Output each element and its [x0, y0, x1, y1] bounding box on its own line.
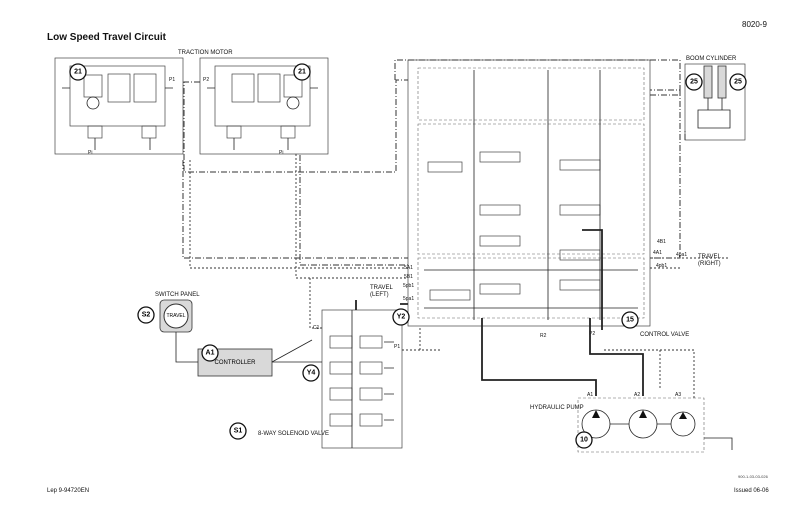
svg-text:S2: S2: [142, 312, 151, 319]
hydraulic-pump: [577, 397, 733, 453]
port-p2-motor: P2: [203, 77, 210, 83]
page-number: 8020-9: [742, 20, 767, 29]
port-4b1: 4B1: [657, 239, 666, 245]
label-boom-cylinder: BOOM CYLINDER: [686, 56, 737, 62]
svg-text:25: 25: [734, 79, 742, 86]
svg-text:21: 21: [298, 69, 306, 76]
port-pi-right: Pi: [279, 150, 284, 156]
footer-issue-date: Issued 06-06: [734, 488, 769, 494]
port-5b1: 5B1: [404, 274, 413, 280]
boom-cylinder: [684, 63, 746, 141]
callout-25-left: [685, 73, 703, 91]
label-control-valve: CONTROL VALVE: [640, 332, 690, 338]
label-travel-left: TRAVEL (LEFT): [370, 285, 393, 299]
port-4pb1: 4pb1: [656, 263, 668, 269]
callout-21-right: [293, 63, 311, 81]
port-a2: A2: [634, 392, 641, 398]
traction-motor-left: [54, 57, 184, 155]
callout-y4: [302, 364, 320, 382]
controller-label: CONTROLLER: [214, 360, 256, 366]
port-pi-left: Pi: [88, 150, 93, 156]
solenoid-valve-stack: [321, 309, 403, 449]
callout-y2: [392, 308, 410, 326]
port-4pa1: 4pa1: [676, 252, 688, 258]
svg-text:Y4: Y4: [307, 370, 316, 377]
label-hydraulic-pump: HYDRAULIC PUMP: [530, 405, 584, 411]
callout-15: [621, 311, 639, 329]
svg-text:21: 21: [74, 69, 82, 76]
port-5pa1: 5pa1: [403, 296, 415, 302]
port-p2-valve: P2: [589, 331, 596, 337]
control-valve-block: [407, 59, 651, 327]
traction-motor-right: [199, 57, 329, 155]
port-4a1: 4A1: [653, 250, 662, 256]
port-p1-motor: P1: [169, 77, 176, 83]
port-a1: A1: [587, 392, 594, 398]
port-r2: R2: [540, 333, 547, 339]
page-title: Low Speed Travel Circuit: [47, 32, 166, 43]
callout-10: [575, 431, 593, 449]
callout-25-right: [729, 73, 747, 91]
callout-a1: [201, 344, 219, 362]
port-5a1: 5A1: [404, 265, 413, 271]
port-a3: A3: [675, 392, 682, 398]
callout-s2: [137, 306, 155, 324]
label-solenoid-valve: 8-WAY SOLENOID VALVE: [258, 431, 330, 437]
travel-button-label: TRAVEL: [166, 313, 185, 319]
callout-21-left: [69, 63, 87, 81]
svg-text:A1: A1: [206, 350, 215, 357]
svg-text:10: 10: [580, 437, 588, 444]
svg-text:15: 15: [626, 317, 634, 324]
svg-text:S1: S1: [234, 428, 243, 435]
callout-s1: [229, 422, 247, 440]
svg-text:Y2: Y2: [397, 314, 406, 321]
label-travel-right: TRAVEL (RIGHT): [698, 254, 721, 268]
port-5pb1: 5pb1: [403, 283, 415, 289]
figure-code: 900-1-03-03-026: [738, 474, 768, 479]
port-p1-solenoid: P1: [394, 344, 401, 350]
svg-text:25: 25: [690, 79, 698, 86]
label-traction-motor: TRACTION MOTOR: [178, 50, 233, 56]
label-switch-panel: SWITCH PANEL: [155, 292, 200, 298]
footer-document-number: Lep 9-94720EN: [47, 488, 90, 494]
switch-panel: [159, 299, 193, 333]
